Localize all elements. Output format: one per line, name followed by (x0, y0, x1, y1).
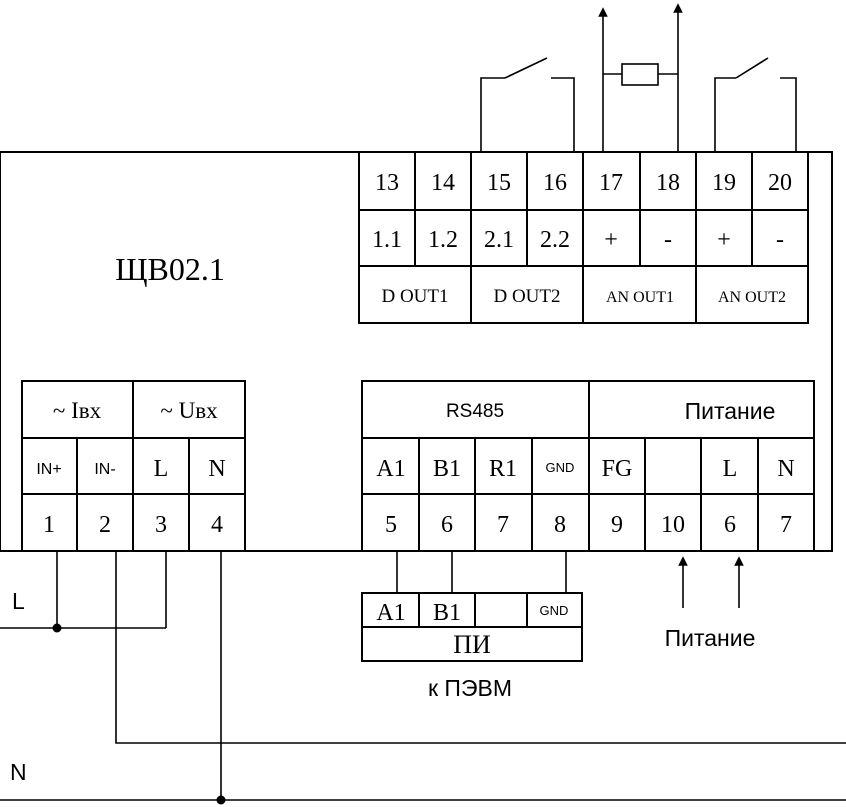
pin-label: GND (546, 460, 575, 475)
pin-label: 2.1 (484, 227, 514, 253)
terminal-number: 6 (441, 512, 453, 538)
pin-label: N (208, 456, 225, 482)
terminal-number: 17 (599, 170, 623, 196)
pin-label: IN+ (36, 461, 61, 478)
right-terminal-block: RS485 Питание A1 B1 R1 GND FG L N 5 6 7 … (361, 380, 815, 552)
pin-label: L (723, 456, 738, 482)
pin-label: B1 (433, 456, 461, 482)
pin-label: + (717, 227, 731, 253)
pin-label: 1.2 (428, 227, 458, 253)
top-terminal-block: 13 14 15 16 17 18 19 20 1.1 1.2 2.1 2.2 … (358, 151, 809, 324)
terminal-number: 1 (43, 512, 55, 538)
input-wiring (0, 551, 846, 805)
terminal-number: 5 (385, 512, 397, 538)
terminal-number: 10 (661, 512, 685, 538)
header-current-input: ~ Iвх (53, 398, 102, 423)
group-label: D OUT1 (381, 286, 448, 307)
pin-label: + (604, 227, 618, 253)
line-n-label: N (10, 759, 27, 785)
terminal-number: 2 (99, 512, 111, 538)
header-power: Питание (685, 398, 776, 424)
pin-label: N (777, 456, 794, 482)
terminal-number: 7 (497, 512, 509, 538)
pin-label: L (154, 456, 169, 482)
pin-label: - (776, 227, 784, 253)
power-label: Питание (665, 625, 756, 651)
pin-label: R1 (489, 456, 517, 482)
terminal-number: 18 (656, 170, 680, 196)
rs485-wiring (396, 551, 567, 593)
power-wiring (678, 556, 744, 608)
terminal-number: 20 (768, 170, 792, 196)
pin-label: 1.1 (372, 227, 402, 253)
interface-name: ПИ (453, 630, 491, 659)
pin-label: FG (602, 456, 633, 482)
pin-label: A1 (376, 456, 405, 482)
header-voltage-input: ~ Uвх (160, 398, 218, 423)
terminal-number: 4 (211, 512, 223, 538)
terminal-number: 16 (543, 170, 567, 196)
pin-label: IN- (94, 461, 115, 478)
terminal-number: 3 (155, 512, 167, 538)
pin-label: GND (540, 603, 569, 618)
pin-label: - (664, 227, 672, 253)
left-terminal-block: ~ Iвх ~ Uвх IN+ IN- L N 1 2 3 4 (21, 380, 246, 552)
group-label: AN OUT2 (718, 289, 786, 306)
line-l-label: L (12, 588, 25, 614)
device-enclosure (0, 151, 833, 552)
terminal-number: 15 (487, 170, 511, 196)
top-wiring (480, 3, 797, 152)
interface-caption: к ПЭВМ (428, 675, 512, 701)
device-name: ЩВ02.1 (115, 251, 225, 287)
terminal-number: 19 (712, 170, 736, 196)
terminal-number: 13 (375, 170, 399, 196)
terminal-number: 14 (431, 170, 455, 196)
header-rs485: RS485 (446, 401, 504, 422)
interface-block: A1 B1 GND ПИ (361, 592, 583, 662)
pin-label: A1 (376, 600, 405, 626)
pin-label: 2.2 (540, 227, 570, 253)
terminal-number: 8 (554, 512, 566, 538)
group-label: AN OUT1 (606, 289, 674, 306)
terminal-number: 6 (724, 512, 736, 538)
pin-label: B1 (433, 600, 461, 626)
terminal-number: 9 (611, 512, 623, 538)
terminal-number: 7 (780, 512, 792, 538)
group-label: D OUT2 (493, 286, 560, 307)
